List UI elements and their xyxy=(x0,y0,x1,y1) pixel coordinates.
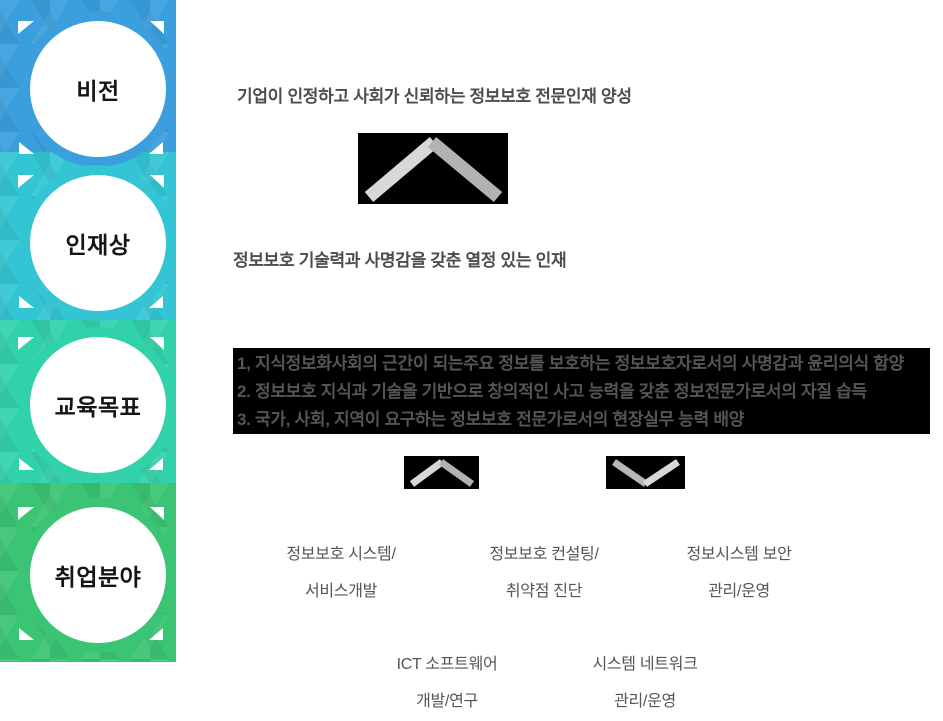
section-circle-jobs: 취업분야 xyxy=(20,497,176,653)
section-label-jobs: 취업분야 xyxy=(54,564,142,590)
job-field-line: 취약점 진단 xyxy=(505,583,583,600)
chevron-up-icon xyxy=(404,456,479,489)
vision-statement: 기업이 인정하고 사회가 신뢰하는 정보보호 전문인재 양성 xyxy=(237,87,632,106)
section-circle-talent: 인재상 xyxy=(20,165,176,321)
job-field-line: 관리/운영 xyxy=(614,693,676,710)
job-field-system-network-ops: 시스템 네트워크 관리/운영 xyxy=(545,646,745,720)
category-sidebar: 비전 인재상 교육목표 취업분야 xyxy=(0,0,176,662)
section-label-talent: 인재상 xyxy=(65,232,131,258)
job-field-infosystem-security-ops: 정보시스템 보안 관리/운영 xyxy=(639,536,839,610)
chevron-down-icon xyxy=(606,456,685,489)
job-field-line: 정보시스템 보안 xyxy=(686,546,792,563)
section-circle-goals: 교육목표 xyxy=(20,327,176,483)
job-field-security-system-dev: 정보보호 시스템/ 서비스개발 xyxy=(241,536,441,610)
section-label-vision: 비전 xyxy=(76,78,120,104)
job-field-line: 시스템 네트워크 xyxy=(592,656,698,673)
job-field-line: ICT 소프트웨어 xyxy=(396,656,498,673)
job-field-security-consulting: 정보보호 컨설팅/ 취약점 진단 xyxy=(444,536,644,610)
chevron-up-icon xyxy=(358,133,508,204)
goal-item-1: 1, 지식정보화사회의 근간이 되는주요 정보를 보호하는 정보보호자로서의 사… xyxy=(237,354,904,373)
section-circle-vision: 비전 xyxy=(20,11,176,167)
section-label-goals: 교육목표 xyxy=(54,394,142,420)
talent-statement: 정보보호 기술력과 사명감을 갖춘 열정 있는 인재 xyxy=(233,251,567,270)
goal-item-2: 2. 정보보호 지식과 기술을 기반으로 창의적인 사고 능력을 갖춘 정보전문… xyxy=(237,382,867,401)
job-field-ict-software: ICT 소프트웨어 개발/연구 xyxy=(347,646,547,720)
education-goals-box: 1, 지식정보화사회의 근간이 되는주요 정보를 보호하는 정보보호자로서의 사… xyxy=(233,348,930,434)
job-field-line: 정보보호 컨설팅/ xyxy=(489,546,599,563)
job-field-line: 정보보호 시스템/ xyxy=(286,546,396,563)
goal-item-3: 3. 국가, 사회, 지역이 요구하는 정보보호 전문가로서의 현장실무 능력 … xyxy=(237,410,745,429)
job-field-line: 개발/연구 xyxy=(416,693,478,710)
job-field-line: 관리/운영 xyxy=(708,583,770,600)
job-field-line: 서비스개발 xyxy=(304,583,378,600)
